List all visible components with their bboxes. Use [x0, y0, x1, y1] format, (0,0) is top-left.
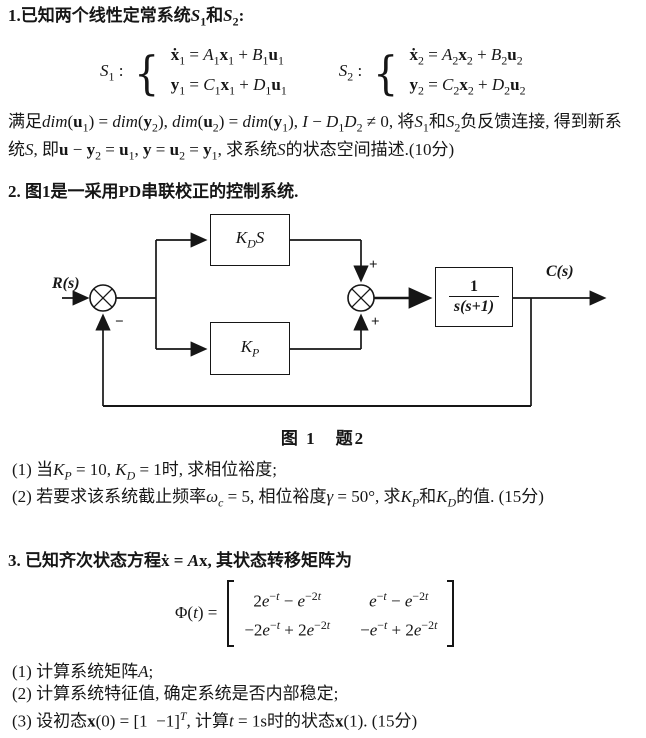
question-item: (1) 当KP = 10, KD = 1时, 求相位裕度; — [12, 459, 278, 483]
state-transition-matrix: Φ(t) = 2e−t − e−2t e−t − e−2t −2e−t + 2e… — [175, 579, 638, 648]
problem2-questions: (1) 当KP = 10, KD = 1时, 求相位裕度; (2) 若要求该系统… — [8, 459, 638, 514]
system-s1: S1 : { ẋ1 = A1x1 + B1u1 y1 = C1x1 + D1u1 — [100, 43, 287, 102]
block-diagram: R(s) C(s) KDS KP 1 s(s+1) + + − 图 1 题2 — [8, 205, 638, 451]
s2-label: S2 : — [338, 61, 363, 84]
question-item: (2) 计算系统特征值, 确定系统是否内部稳定; — [12, 684, 339, 704]
matrix-entries: 2e−t − e−2t e−t − e−2t −2e−t + 2e−2t −e−… — [234, 580, 447, 647]
matrix-cell-21: −2e−t + 2e−2t — [244, 618, 331, 641]
output-signal-label: C(s) — [546, 262, 574, 280]
figure-caption: 图 1 题2 — [280, 428, 366, 448]
phi-label: Φ(t) = — [175, 603, 218, 623]
problem1-body: 满足dim(u1) = dim(y2), dim(u2) = dim(y1), … — [8, 112, 622, 162]
problem3-heading: 3. 已知齐次状态方程ẋ = Ax, 其状态转移矩阵为 — [8, 550, 353, 570]
matrix-left-bracket — [227, 579, 235, 648]
matrix-cell-12: e−t − e−2t — [369, 588, 429, 611]
kp-block-label: KP — [240, 336, 260, 360]
s1-equation-stack: ẋ1 = A1x1 + B1u1 y1 = C1x1 + D1u1 — [171, 43, 287, 102]
plant-transfer-function: 1 s(s+1) — [448, 277, 500, 317]
matrix-right-bracket — [447, 579, 455, 648]
question-item: (2) 若要求该系统截止频率ωc = 5, 相位裕度γ = 50°, 求KP和K… — [12, 487, 544, 510]
problem2-heading: 2. 图1是一采用PD串联校正的控制系统. — [8, 181, 299, 201]
matrix-cell-11: 2e−t − e−2t — [253, 588, 322, 611]
sum2-plus-sign-top: + — [369, 256, 378, 273]
problem3-questions: (1) 计算系统矩阵A; (2) 计算系统特征值, 确定系统是否内部稳定; (3… — [8, 661, 638, 733]
kd-block: KDS — [210, 213, 290, 266]
s2-equation-stack: ẋ2 = A2x2 + B2u2 y2 = C2x2 + D2u2 — [409, 43, 525, 102]
s1-left-brace: { — [134, 45, 160, 100]
plant-denominator: s(s+1) — [448, 295, 500, 316]
s2-output-equation: y2 = C2x2 + D2u2 — [409, 74, 526, 98]
input-signal-label: R(s) — [52, 274, 80, 292]
question-item: (3) 设初态x(0) = [1 −1]T, 计算t = 1s时的状态x(1).… — [12, 709, 418, 731]
matrix-cell-22: −e−t + 2e−2t — [360, 618, 438, 641]
kp-block: KP — [210, 321, 290, 375]
s2-state-equation: ẋ2 = A2x2 + B2u2 — [409, 45, 523, 68]
problem1-heading: 1.已知两个线性定常系统S1和S2: — [8, 6, 245, 29]
s1-label: S1 : — [100, 61, 124, 84]
s1-state-equation: ẋ1 = A1x1 + B1u1 — [170, 45, 284, 68]
problem1-equations: S1 : { ẋ1 = A1x1 + B1u1 y1 = C1x1 + D1u1… — [100, 43, 638, 102]
system-s2: S2 : { ẋ2 = A2x2 + B2u2 y2 = C2x2 + D2u2 — [339, 43, 526, 102]
sum-junction-1 — [89, 284, 117, 312]
question-item: (1) 计算系统矩阵A; — [12, 662, 154, 682]
plant-numerator: 1 — [469, 277, 478, 295]
sum-junction-2 — [347, 284, 375, 312]
sum2-plus-sign-bottom: + — [371, 313, 380, 330]
kd-block-label: KDS — [235, 228, 265, 251]
plant-block: 1 s(s+1) — [435, 266, 513, 327]
sum1-minus-sign: − — [115, 313, 124, 330]
s2-left-brace: { — [373, 45, 399, 100]
diagram-wires — [62, 232, 607, 407]
s1-output-equation: y1 = C1x1 + D1u1 — [170, 74, 287, 98]
